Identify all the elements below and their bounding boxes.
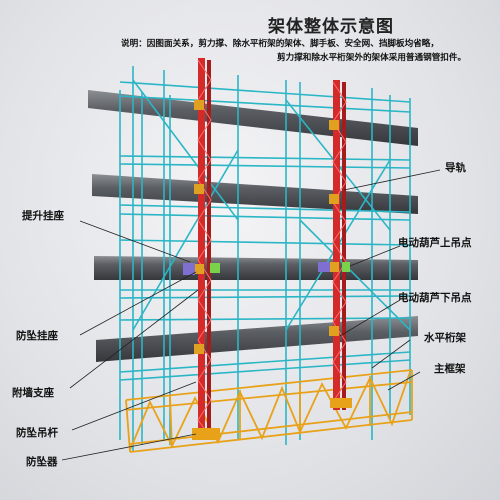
- label-anti-fall-rod: 防坠吊杆: [16, 427, 58, 439]
- note-line-1: 说明：因图面关系，剪力撑、除水平桁架的架体、脚手板、安全网、挡脚板均省略，: [121, 39, 439, 49]
- label-horizontal-truss: 水平桁架: [424, 332, 466, 344]
- hoist-upper-block: [342, 262, 350, 272]
- wall-support: [329, 262, 339, 272]
- label-hoist-upper: 电动葫芦上吊点: [398, 237, 472, 249]
- guide-rail-right: [333, 80, 340, 410]
- lift-seat-block: [183, 263, 195, 275]
- label-anti-fall-device: 防坠器: [26, 456, 58, 468]
- note-line-2: 剪力撑和除水平桁架外的架体采用普通钢管扣件。: [277, 53, 467, 63]
- label-hoist-lower: 电动葫芦下吊点: [398, 292, 472, 304]
- wall-support: [194, 344, 204, 354]
- wall-support: [329, 120, 339, 130]
- wall-support: [194, 264, 204, 274]
- label-lift-seat: 提升挂座: [22, 210, 64, 222]
- guide-rail-left: [198, 58, 205, 438]
- wall-support: [329, 326, 339, 336]
- label-guide-rail: 导轨: [445, 162, 466, 174]
- wall-support: [329, 194, 339, 204]
- anti-fall-device: [330, 398, 352, 408]
- guide-rails: [183, 58, 352, 440]
- diagram-title: 架体整体示意图: [268, 17, 394, 37]
- label-main-frame: 主框架: [434, 363, 466, 375]
- wall-support: [194, 184, 204, 194]
- horizontal-truss: [125, 369, 413, 453]
- leader-lines: [61, 169, 441, 461]
- anti-fall-device: [192, 428, 220, 440]
- label-wall-support: 附墙支座: [12, 387, 54, 399]
- lift-seat-block: [318, 262, 330, 272]
- label-anti-fall-seat: 防坠挂座: [16, 330, 58, 342]
- hoist-upper-block: [210, 263, 220, 273]
- wall-support: [194, 100, 204, 110]
